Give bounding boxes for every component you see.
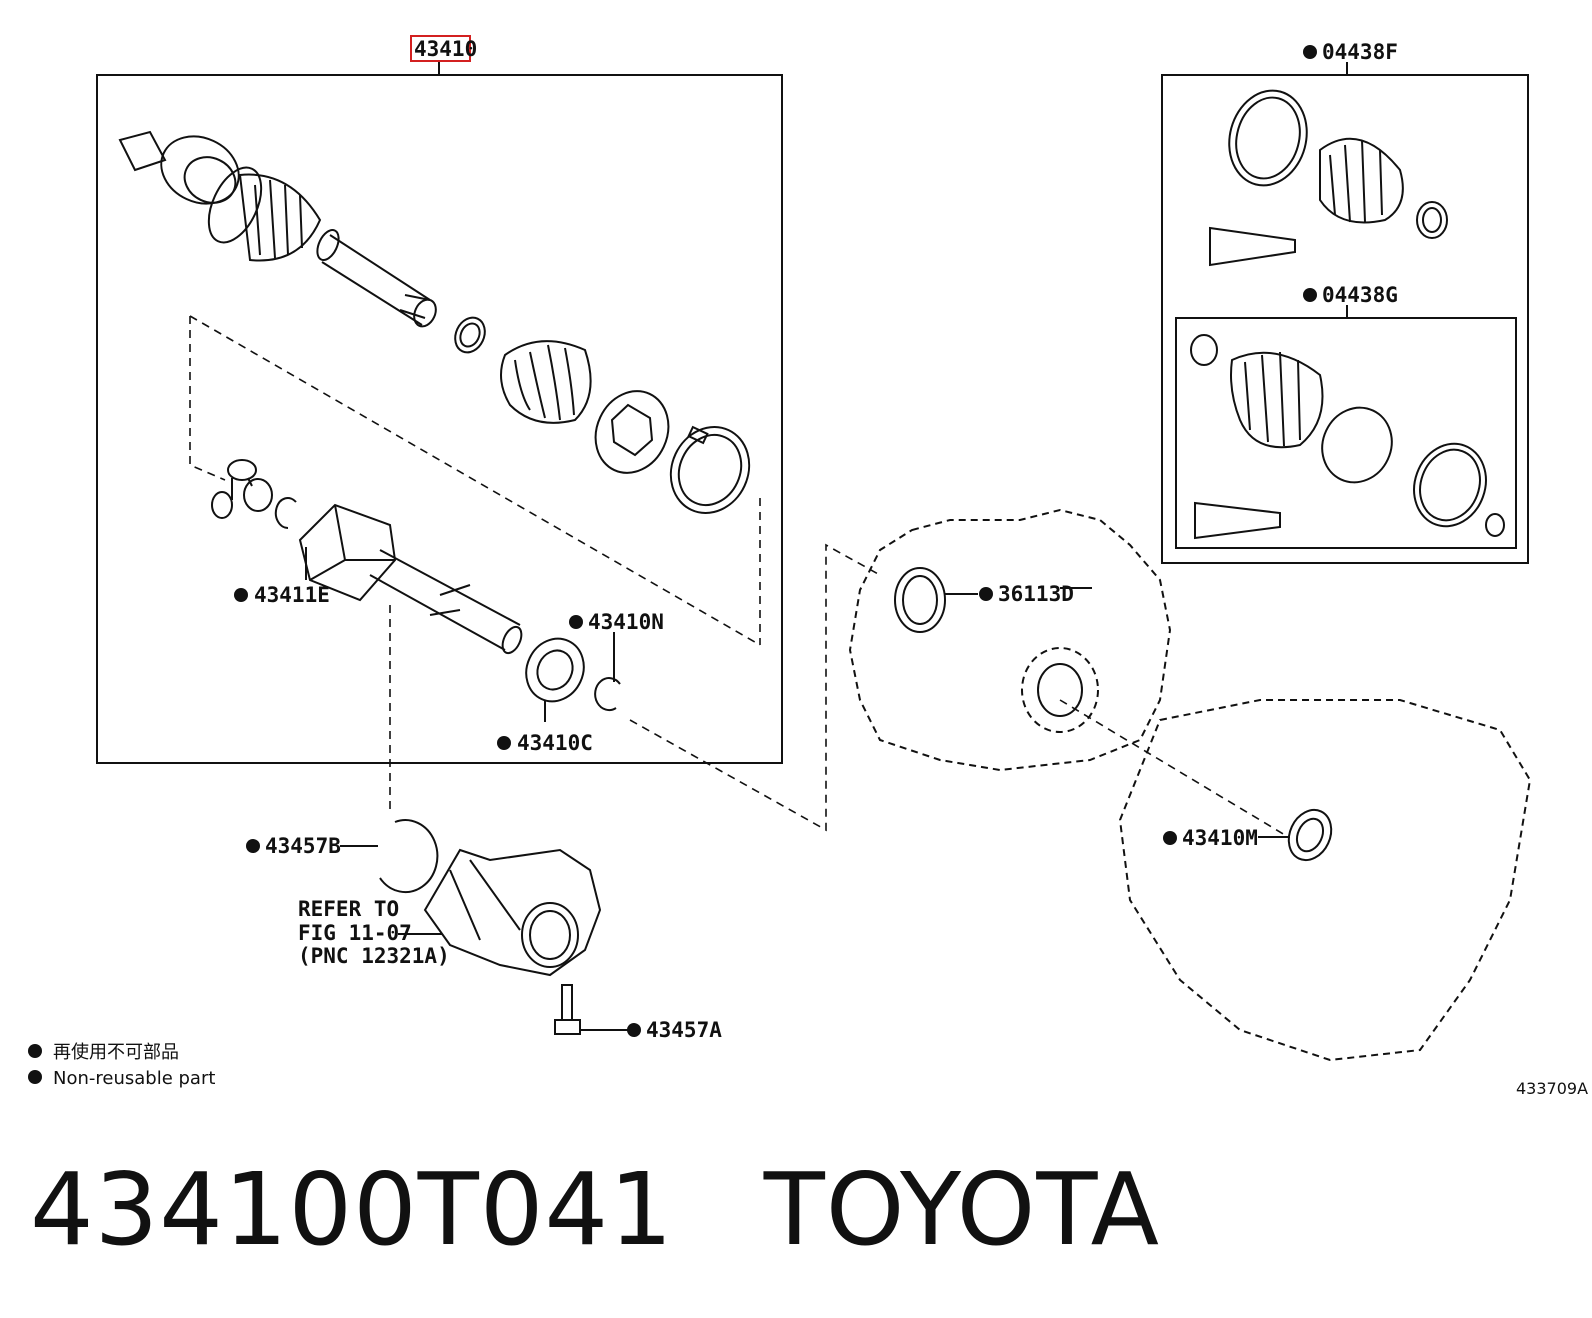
- label-04438F[interactable]: 04438F: [1322, 40, 1398, 64]
- legend-japanese: 再使用不可部品: [53, 1042, 179, 1063]
- outer-cv-joint-drawing: [118, 130, 340, 262]
- case-seal-drawing: [894, 567, 1083, 717]
- tripod-drawing: [211, 459, 273, 519]
- housing-ring-drawing: [594, 390, 670, 474]
- legend-english: Non-reusable part: [53, 1068, 215, 1089]
- main-assembly-label[interactable]: 43410: [414, 37, 477, 61]
- snap-ring-drawing: [274, 497, 297, 530]
- brand-name: TOYOTA: [763, 1151, 1161, 1268]
- main-assembly-box: [96, 74, 783, 764]
- label-43410N[interactable]: 43410N: [588, 610, 664, 634]
- bolt-drawing: [554, 984, 628, 1035]
- bearing-bracket-drawing: [423, 848, 602, 977]
- refer-line-3: (PNC 12321A): [298, 944, 450, 968]
- label-43410C[interactable]: 43410C: [517, 731, 593, 755]
- boot-kit-f-box: [1161, 74, 1529, 564]
- snap-ring-b-drawing: [379, 819, 439, 894]
- refer-line-1: REFER TO: [298, 897, 399, 921]
- small-clamp-drawing: [454, 316, 486, 354]
- snap-ring-n-drawing: [594, 677, 621, 711]
- label-04438G[interactable]: 04438G: [1322, 283, 1398, 307]
- part-number: 434100T041: [30, 1151, 674, 1268]
- label-43457B[interactable]: 43457B: [265, 834, 341, 858]
- boot-kit-g-drawing: [1190, 334, 1505, 540]
- label-43457A[interactable]: 43457A: [646, 1018, 722, 1042]
- inner-boot-drawing: [500, 340, 592, 424]
- drive-shaft-drawing: [321, 234, 437, 328]
- inboard-joint-drawing: [298, 503, 523, 655]
- transmission-drawing: [1118, 699, 1532, 1062]
- output-seal-drawing: [1258, 808, 1333, 862]
- refer-line-2[interactable]: FIG 11-07: [298, 921, 412, 945]
- boot-kit-f-drawing: [1209, 89, 1448, 267]
- part-title: 434100T041 TOYOTA: [30, 1140, 1570, 1280]
- transaxle-housing-drawing: [848, 508, 1172, 772]
- label-43410M[interactable]: 43410M: [1182, 826, 1258, 850]
- label-43411E[interactable]: 43411E: [254, 583, 330, 607]
- label-36113D[interactable]: 36113D: [998, 582, 1074, 606]
- figure-number: 433709A: [1516, 1079, 1588, 1098]
- large-clamp-drawing: [669, 425, 751, 514]
- bearing-drawing: [525, 637, 585, 722]
